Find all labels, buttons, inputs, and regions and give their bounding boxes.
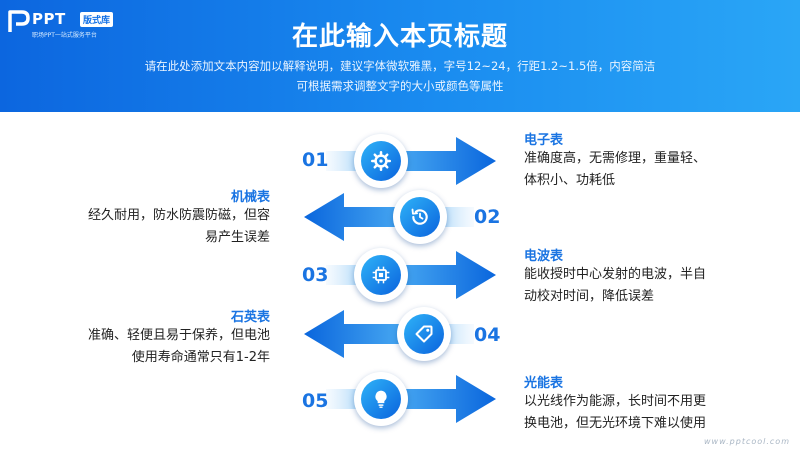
item-desc-4: 准确、轻便且易于保养，但电池 使用寿命通常只有1-2年 xyxy=(30,325,270,369)
item-title-4: 石英表 xyxy=(230,310,270,325)
item-desc-2-line-2: 易产生误差 xyxy=(204,230,270,245)
item-title-3: 电波表 xyxy=(524,249,564,264)
brand-badge: 版式库 xyxy=(80,12,114,27)
item-desc-5-line-2: 换电池，但无光环境下难以使用 xyxy=(524,416,707,431)
arrow-left-2 xyxy=(304,193,474,241)
tag-icon xyxy=(415,325,433,343)
step-number-5: 05 xyxy=(302,390,329,412)
item-title-1: 电子表 xyxy=(524,133,564,148)
item-desc-3: 能收授时中心发射的电波，半自 动校对时间，降低误差 xyxy=(524,264,764,308)
brand-tagline: 职场PPT一站式服务平台 xyxy=(32,32,97,39)
item-desc-2: 经久耐用，防水防震防磁，但容 易产生误差 xyxy=(30,205,270,249)
step-3-circle xyxy=(354,248,408,302)
step-2-circle xyxy=(393,190,447,244)
item-desc-2-line-1: 经久耐用，防水防震防磁，但容 xyxy=(87,208,270,223)
step-5-circle xyxy=(354,372,408,426)
step-number-2: 02 xyxy=(474,206,501,228)
item-desc-1-line-2: 体积小、功耗低 xyxy=(524,173,616,188)
brand-name: PPT xyxy=(32,10,66,28)
arrow-left-4 xyxy=(304,310,474,358)
item-desc-5-line-1: 以光线作为能源，长时间不用更 xyxy=(524,394,707,409)
header-banner: PPT 版式库 职场PPT一站式服务平台 在此输入本页标题 请在此处添加文本内容… xyxy=(0,0,800,112)
item-desc-4-line-2: 使用寿命通常只有1-2年 xyxy=(131,350,270,365)
history-clock-icon xyxy=(411,208,428,225)
item-desc-3-line-2: 动校对时间，降低误差 xyxy=(524,289,655,304)
step-number-1: 01 xyxy=(302,149,329,171)
page-title: 在此输入本页标题 xyxy=(291,22,508,52)
step-number-3: 03 xyxy=(302,264,329,286)
item-desc-5: 以光线作为能源，长时间不用更 换电池，但无光环境下难以使用 xyxy=(524,391,784,435)
item-title-5: 光能表 xyxy=(524,376,564,391)
arrow-right-1 xyxy=(326,137,496,185)
gear-icon xyxy=(371,151,391,171)
item-desc-1: 准确度高，无需修理，重量轻、 体积小、功耗低 xyxy=(524,148,764,192)
item-desc-3-line-1: 能收授时中心发射的电波，半自 xyxy=(524,267,707,282)
item-desc-4-line-1: 准确、轻便且易于保养，但电池 xyxy=(87,328,270,343)
logo-mark-icon xyxy=(8,10,30,32)
arrow-right-3 xyxy=(326,251,496,299)
brand-logo[interactable]: PPT 版式库 职场PPT一站式服务平台 xyxy=(8,8,118,42)
watermark: www.pptcool.com xyxy=(704,437,790,446)
lightbulb-icon xyxy=(375,390,387,408)
arrow-right-5 xyxy=(326,375,496,423)
step-number-4: 04 xyxy=(474,324,501,346)
subtitle-line-1: 请在此处添加文本内容加以解释说明，建议字体微软雅黑，字号12~24，行距1.2~… xyxy=(144,59,656,73)
step-1-circle xyxy=(354,134,408,188)
item-desc-1-line-1: 准确度高，无需修理，重量轻、 xyxy=(524,151,707,166)
subtitle-line-2: 可根据需求调整文字的大小或颜色等属性 xyxy=(296,79,504,93)
step-4-circle xyxy=(397,307,451,361)
item-title-2: 机械表 xyxy=(230,190,270,205)
chip-icon xyxy=(372,266,390,284)
